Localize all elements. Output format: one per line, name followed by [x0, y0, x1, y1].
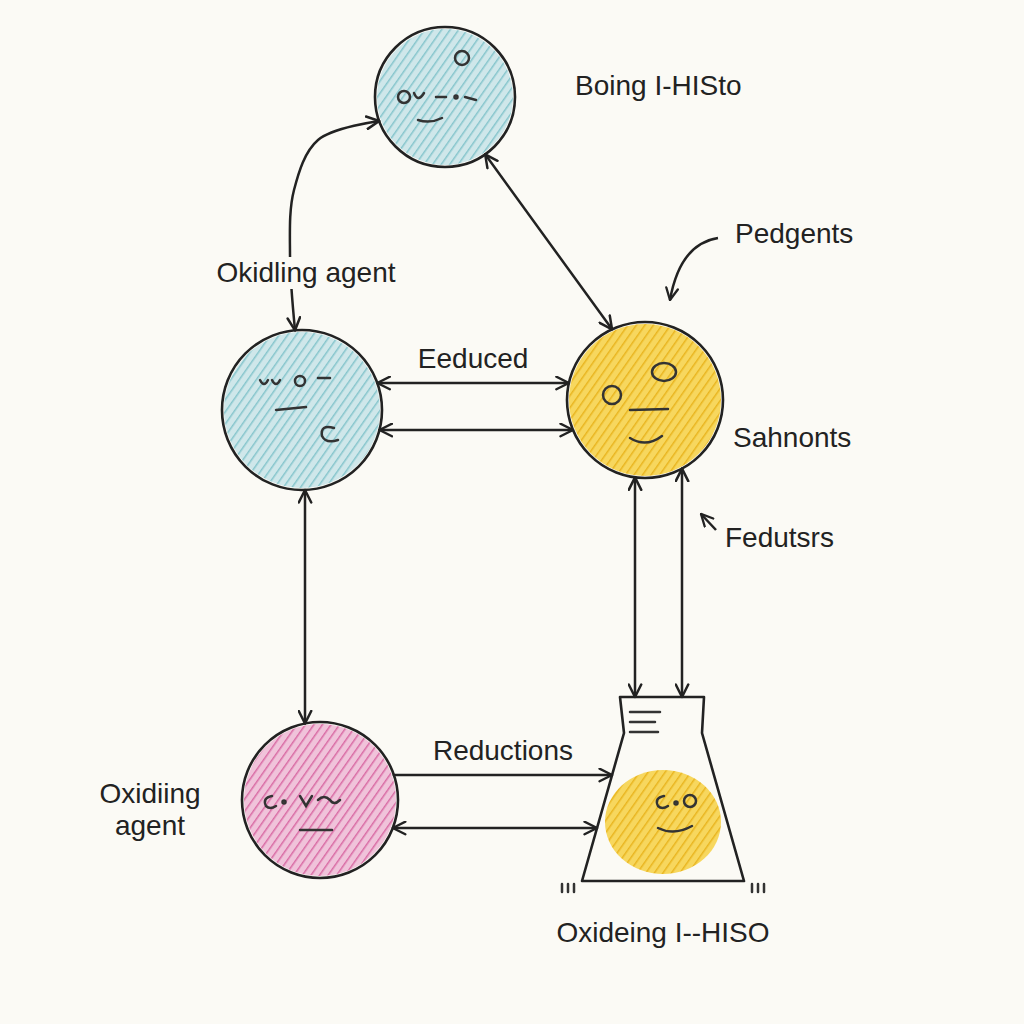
node-label: Okidling agent [200, 257, 412, 289]
yellow-fill [569, 324, 721, 476]
node-outline [220, 328, 384, 492]
node-label: Oxidiing agent [90, 778, 210, 842]
circle-node: Sahnonts [565, 320, 725, 480]
arrow-connector [634, 477, 637, 697]
leader-arrow [701, 514, 716, 530]
circle-outline [222, 330, 382, 490]
edge-label: Reductions [429, 735, 577, 767]
circle-outline [242, 722, 398, 878]
node-label: Boing I-HISto [575, 70, 815, 102]
face-sketch [260, 51, 696, 832]
circle-node: Oxidiing agent [240, 720, 400, 880]
flask-node: Oxideing I--HISO [578, 695, 748, 887]
circle-outline [567, 322, 723, 478]
flask-liquid [605, 770, 721, 874]
leader-arrow [670, 238, 718, 300]
node-outline [240, 720, 400, 880]
flask-outline [582, 697, 744, 881]
arrow-connector [485, 154, 612, 329]
node-label: Oxideing I--HISO [523, 917, 803, 949]
pink-fill [244, 724, 396, 876]
node-label: Sahnonts [733, 422, 893, 454]
teal-fill [224, 332, 380, 488]
arrow-connector [394, 774, 612, 777]
edge-label: Eeduced [414, 343, 533, 375]
circle-node: Boing I-HISto [373, 25, 517, 169]
arrow-connector [379, 429, 573, 432]
arrow-connector [290, 121, 379, 330]
flask-detail [562, 712, 764, 892]
node-outline [373, 25, 517, 169]
arrow-connector [304, 490, 307, 724]
arrow-connector [377, 382, 569, 385]
arrow-connector [681, 469, 684, 697]
circle-node: Okidling agent [220, 328, 384, 492]
node-outline [565, 320, 725, 480]
annotation-label: Fedutsrs [725, 522, 865, 554]
annotation-label: Pedgents [735, 218, 885, 250]
arrow-connector [393, 827, 597, 830]
circle-outline [375, 27, 515, 167]
node-outline [578, 695, 748, 887]
teal-fill [377, 29, 513, 165]
